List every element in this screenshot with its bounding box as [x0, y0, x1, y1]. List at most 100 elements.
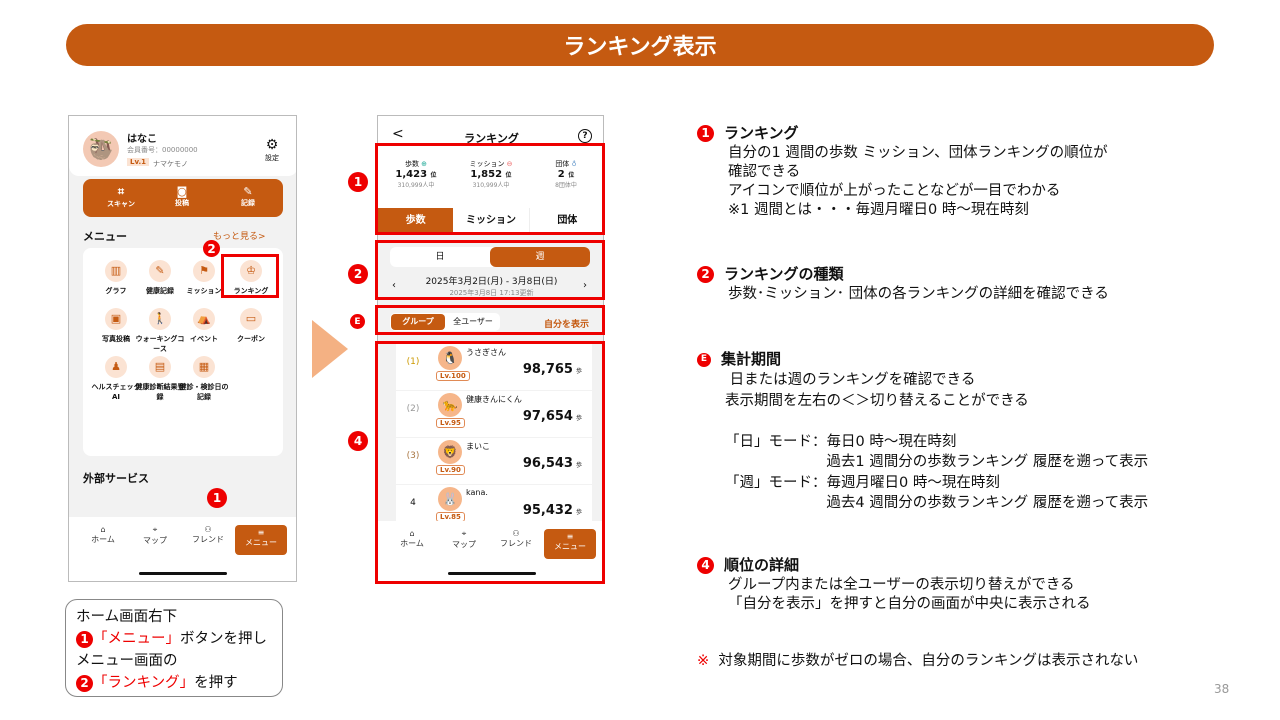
nav-friend[interactable]: ⚇フレンド	[492, 529, 540, 549]
marker-1: 1	[348, 172, 368, 192]
steps-value: 98,765	[522, 362, 573, 377]
scan-label: スキャン	[107, 200, 135, 208]
note-body: 自分の1 週間の歩数 ミッション、団体ランキングの順位が 確認できる アイコンで…	[728, 145, 1108, 218]
avatar[interactable]: 🦥	[83, 131, 119, 167]
highlight-text: 「ランキング」	[93, 675, 195, 691]
down-icon: ⊖	[504, 160, 513, 168]
summary-unit: 位	[430, 172, 437, 179]
menu-checkup-result[interactable]: ▤健康診断結果登録	[135, 356, 185, 402]
menu-mission[interactable]: ⚑ミッション	[179, 260, 229, 296]
summary-rank: 2	[557, 169, 565, 180]
menu-event[interactable]: ⛺イベント	[179, 308, 229, 344]
summary-label: 歩数	[404, 160, 419, 168]
next-period-button[interactable]: ›	[583, 280, 587, 291]
marker-1: 1	[697, 125, 714, 142]
nav-home[interactable]: ⌂ホーム	[79, 525, 127, 545]
toggle-week[interactable]: 週	[490, 247, 590, 267]
back-button[interactable]: <	[392, 126, 404, 142]
clipboard-icon: ▤	[149, 356, 171, 378]
highlight-list	[375, 341, 605, 584]
crown-icon: ♔	[240, 260, 262, 282]
screen-title: ランキング	[464, 132, 519, 145]
ranking-tabs: 歩数 ミッション 団体	[378, 208, 603, 234]
bottom-nav: ⌂ホーム ⌖マップ ⚇フレンド ≡メニュー	[378, 521, 603, 581]
period-label: 2025年3月2日(月) - 3月8日(日)	[425, 277, 558, 287]
menu-checkup-date[interactable]: ▦健診・検診日の記録	[179, 356, 229, 402]
menu-health-record[interactable]: ✎健康記録	[135, 260, 185, 296]
friends-icon: ⚇	[204, 525, 212, 534]
more-link[interactable]: もっと見る>	[213, 232, 266, 242]
steps-unit: 歩	[575, 462, 582, 469]
menu-photo-post[interactable]: ▣ 写真投稿	[91, 308, 141, 344]
level: Lv.100	[436, 371, 470, 381]
summary-total: 310,999人中	[397, 182, 435, 189]
steps-value: 95,432	[522, 503, 573, 518]
nav-label: マップ	[143, 536, 167, 545]
marker-1: 1	[207, 488, 227, 508]
post-button[interactable]: ◙投稿	[175, 185, 189, 208]
member-number: 会員番号：00000000	[127, 146, 198, 154]
summary-rank: 1,852	[470, 169, 503, 180]
home-menu-screen: 🦥 はなこ 会員番号：00000000 Lv.1 ナマケモノ ⚙設定 ⌗スキャン…	[68, 115, 297, 582]
home-icon: ⌂	[100, 525, 106, 534]
settings-button[interactable]: ⚙設定	[265, 137, 279, 163]
summary-label: 団体	[555, 160, 570, 168]
help-icon[interactable]: ?	[578, 129, 592, 143]
menu-coupon[interactable]: ▭クーポン	[226, 308, 276, 344]
prev-period-button[interactable]: ‹	[392, 280, 396, 291]
toggle-all-users[interactable]: 全ユーザー	[453, 317, 493, 326]
nav-menu[interactable]: ≡メニュー	[544, 529, 596, 559]
coupon-icon: ▭	[240, 308, 262, 330]
summary-unit: 位	[568, 172, 575, 179]
tab-steps[interactable]: 歩数	[378, 208, 454, 234]
show-self-button[interactable]: 自分を表示	[544, 320, 590, 330]
image-icon: ▣	[105, 308, 127, 330]
note-body: 歩数･ミッション･ 団体の各ランキングの詳細を確認できる	[728, 286, 1109, 302]
menu-health-check-ai[interactable]: ♟ヘルスチェックAI	[91, 356, 141, 402]
updated-time: 2025年3月8日 17:13更新	[449, 289, 534, 297]
note-body: 日または週のランキングを確認できる 表示期間を左右の＜＞切り替えることができる …	[725, 372, 1149, 511]
marker-2: 2	[203, 240, 220, 257]
summary-unit: 位	[505, 172, 512, 179]
toggle-day[interactable]: 日	[435, 252, 445, 262]
nav-friend[interactable]: ⚇フレンド	[184, 525, 232, 545]
arrow-right-icon	[312, 320, 348, 378]
nav-label: ホーム	[400, 539, 424, 548]
instruction-box: ホーム画面右下 1「メニュー」ボタンを押し メニュー画面の 2「ランキング」を押…	[65, 599, 283, 697]
marker-2: 2	[697, 266, 714, 283]
menu-ranking[interactable]: ♔ランキング	[226, 260, 276, 296]
menu-graph[interactable]: ▥グラフ	[91, 260, 141, 296]
nav-map[interactable]: ⌖マップ	[440, 529, 488, 550]
nav-label: フレンド	[192, 535, 224, 544]
home-icon: ⌂	[409, 529, 415, 538]
scope-toggle: グループ 全ユーザー	[390, 313, 500, 331]
up-icon: ⊕	[418, 160, 428, 168]
tab-mission[interactable]: ミッション	[453, 208, 530, 234]
cheetah-avatar: 🐆	[438, 393, 462, 417]
nav-menu[interactable]: ≡メニュー	[235, 525, 287, 555]
level: Lv.95	[436, 418, 465, 428]
friends-icon: ⚇	[512, 529, 520, 538]
user-name: 健康きんにくん	[466, 395, 522, 404]
medal-icon: ♁	[569, 160, 577, 168]
scan-button[interactable]: ⌗スキャン	[107, 185, 135, 209]
nav-label: ホーム	[91, 535, 115, 544]
steps-unit: 歩	[575, 509, 582, 516]
nav-home[interactable]: ⌂ホーム	[388, 529, 436, 549]
menu-label: 写真投稿	[102, 335, 130, 343]
instruction-line: 1「メニュー」ボタンを押し	[76, 628, 272, 650]
nav-map[interactable]: ⌖マップ	[131, 525, 179, 546]
record-button[interactable]: ✎記録	[241, 185, 255, 208]
rank: (1)	[406, 357, 420, 367]
toggle-group[interactable]: グループ	[391, 314, 445, 330]
menu-walking-course[interactable]: 🚶ウォーキングコース	[135, 308, 185, 354]
page-number: 38	[1214, 682, 1230, 696]
tab-group[interactable]: 団体	[557, 215, 578, 226]
menu-heading: メニュー	[83, 230, 127, 243]
post-label: 投稿	[175, 199, 189, 207]
